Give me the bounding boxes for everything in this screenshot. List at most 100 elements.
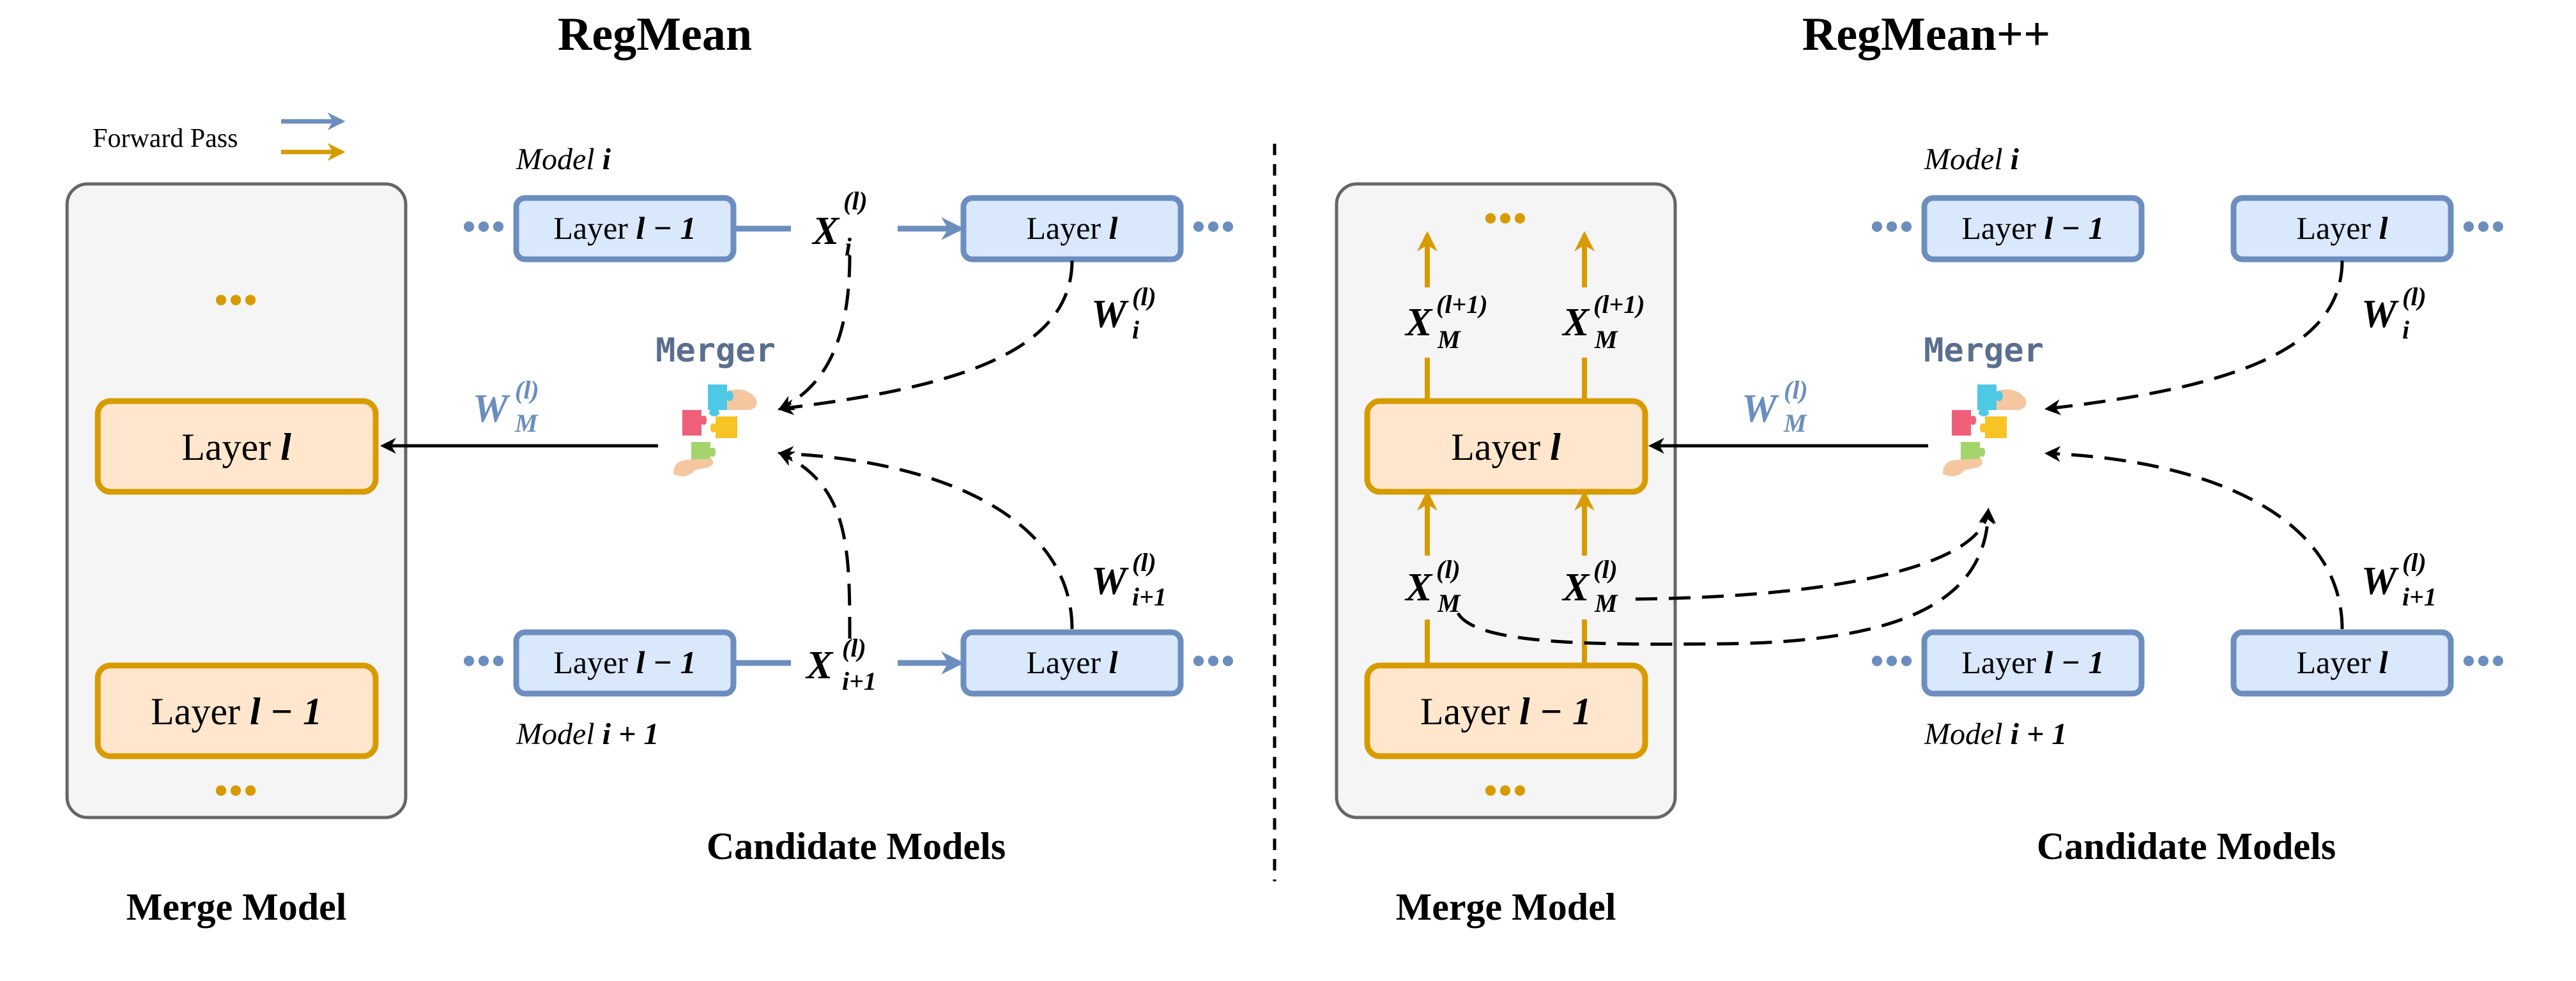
svg-text:(l): (l) [1784,376,1808,404]
svg-text:W: W [1091,559,1129,603]
right-var-w-i: W (l) i [2361,282,2426,344]
svg-text:i: i [845,232,852,261]
svg-text:i+1: i+1 [1132,582,1167,611]
right-var-x-m-l1-b: X (l+1) M [1555,287,1645,358]
right-model-i1-layer-l-minus-1: Layer l − 1 [1921,629,2145,697]
svg-text:M: M [1594,589,1618,618]
svg-text:Layer l: Layer l [181,426,291,468]
svg-text:W: W [1091,293,1129,336]
left-model-i1-dots-end: ••• [1192,640,1236,682]
svg-text:Layer l: Layer l [2297,644,2388,680]
left-dash-xi1 [778,452,852,639]
svg-text:W: W [2361,293,2399,336]
merge-top-dots: ••• [1483,197,1528,240]
legend: Forward Pass [93,112,346,161]
right-var-x-m-l1-a: X (l+1) M [1398,287,1488,358]
left-var-w-i1: W (l) i+1 [1091,548,1167,611]
left-var-w-i: W (l) i [1091,282,1156,344]
right-model-i-dots-start: ••• [1870,206,1914,248]
svg-text:M: M [514,409,539,437]
svg-text:M: M [1437,325,1461,354]
regmean-section: RegMean Forward Pass ••• Layer l Layer l… [65,8,1236,928]
right-var-w-m: W (l) M [1742,376,1808,437]
right-model-i1-dots-end: ••• [2462,640,2506,682]
left-model-i-label: Model i [516,142,611,176]
left-merge-model-label: Merge Model [126,886,347,928]
left-candidate-models-label: Candidate Models [707,825,1006,867]
svg-text:(l): (l) [1132,548,1156,577]
svg-text:(l): (l) [1436,555,1460,584]
left-model-i-layer-l: Layer l [960,195,1184,262]
merge-top-dots: ••• [214,279,258,321]
svg-text:W: W [1742,387,1779,430]
right-dash-wi [2044,260,2344,416]
left-model-i-layer-l-minus-1: Layer l − 1 [513,195,737,262]
svg-text:M: M [1437,589,1461,618]
svg-text:(l): (l) [1593,555,1618,584]
svg-text:Layer l − 1: Layer l − 1 [151,690,322,733]
legend-label: Forward Pass [93,124,238,153]
right-model-i-layer-l: Layer l [2230,195,2454,262]
left-model-i1-layer-l: Layer l [960,629,1184,697]
right-dash-xm-a [1635,508,1995,601]
right-var-w-i1: W (l) i+1 [2361,548,2437,611]
left-dash-xi [778,255,852,411]
svg-text:X: X [1404,566,1433,609]
right-model-i1-dots-start: ••• [1870,640,1914,682]
left-model-i1-layer-l-minus-1: Layer l − 1 [513,629,737,697]
left-var-x-i1: X (l) i+1 [805,634,877,696]
right-model-i-label: Model i [1924,142,2020,176]
left-var-w-m: W (l) M [473,376,539,437]
merge-bottom-dots: ••• [214,770,258,812]
svg-text:i: i [1132,316,1139,344]
left-model-i1-label: Model i + 1 [516,717,659,751]
svg-text:X: X [1404,301,1433,344]
svg-text:Layer l − 1: Layer l − 1 [553,210,696,246]
svg-text:(l+1): (l+1) [1436,290,1488,319]
right-var-x-m-l-a: X (l) M [1398,555,1462,620]
svg-text:(l): (l) [2402,282,2426,311]
svg-text:Layer l: Layer l [1451,426,1561,468]
svg-text:M: M [1594,325,1618,354]
right-model-i-layer-l-minus-1: Layer l − 1 [1921,195,2145,262]
svg-text:(l): (l) [1132,282,1156,311]
svg-text:Layer l: Layer l [1027,644,1118,680]
svg-text:Layer l − 1: Layer l − 1 [1420,690,1591,733]
right-merge-model-label: Merge Model [1396,886,1616,928]
svg-text:Layer l − 1: Layer l − 1 [553,644,696,680]
right-merger-label: Merger [1924,331,2044,370]
svg-text:X: X [811,209,840,253]
left-model-i-dots-end: ••• [1192,206,1236,248]
left-merger-icon [673,384,757,476]
svg-text:(l): (l) [842,634,866,662]
svg-text:Layer l − 1: Layer l − 1 [1961,644,2104,680]
svg-text:X: X [805,644,834,687]
left-dash-wi1 [778,446,1074,630]
svg-text:i: i [2402,316,2409,344]
svg-text:(l): (l) [843,186,868,215]
svg-text:X: X [1561,566,1590,609]
svg-text:Layer l: Layer l [2297,210,2388,246]
svg-text:X: X [1561,301,1590,344]
left-merger-label: Merger [656,331,776,370]
left-merge-model: ••• Layer l Layer l − 1 ••• [65,182,408,819]
right-candidate-models-label: Candidate Models [2037,825,2336,867]
left-model-i-dots-start: ••• [462,206,506,248]
merge-layer-l-minus-1: Layer l − 1 [95,662,379,759]
left-var-x-i: X (l) i [811,186,868,261]
svg-text:(l): (l) [515,376,539,404]
svg-text:i+1: i+1 [2402,582,2437,611]
right-merger-icon [1943,384,2027,476]
merge-layer-l: Layer l [1364,398,1648,495]
svg-text:M: M [1783,409,1807,437]
right-var-x-m-l-b: X (l) M [1555,555,1619,620]
left-model-i1-dots-start: ••• [462,640,506,682]
svg-text:(l): (l) [2402,548,2426,577]
right-model-i1-label: Model i + 1 [1924,717,2067,751]
regmeanpp-title: RegMean++ [1802,8,2050,61]
merge-layer-l-minus-1: Layer l − 1 [1364,662,1648,759]
merge-layer-l: Layer l [95,398,379,495]
svg-text:Layer l: Layer l [1027,210,1118,246]
merge-bottom-dots: ••• [1483,770,1528,812]
